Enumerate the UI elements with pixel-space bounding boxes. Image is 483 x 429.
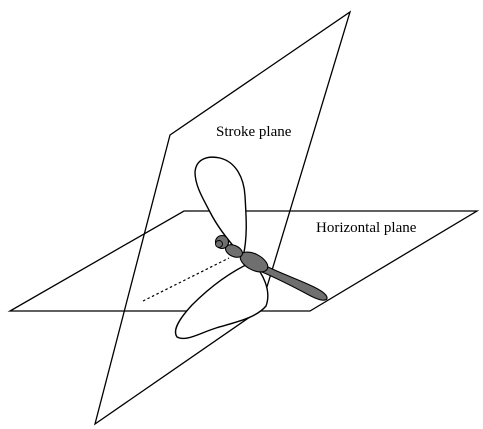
lower-wing [174, 261, 269, 340]
abdomen [261, 265, 328, 301]
dashed-projection-line [142, 257, 230, 302]
stroke-plane-label: Stroke plane [216, 124, 292, 140]
horizontal-plane [7, 210, 480, 312]
horizontal-plane-label: Horizontal plane [316, 220, 417, 236]
upper-wing [194, 156, 247, 259]
eye [215, 240, 223, 248]
